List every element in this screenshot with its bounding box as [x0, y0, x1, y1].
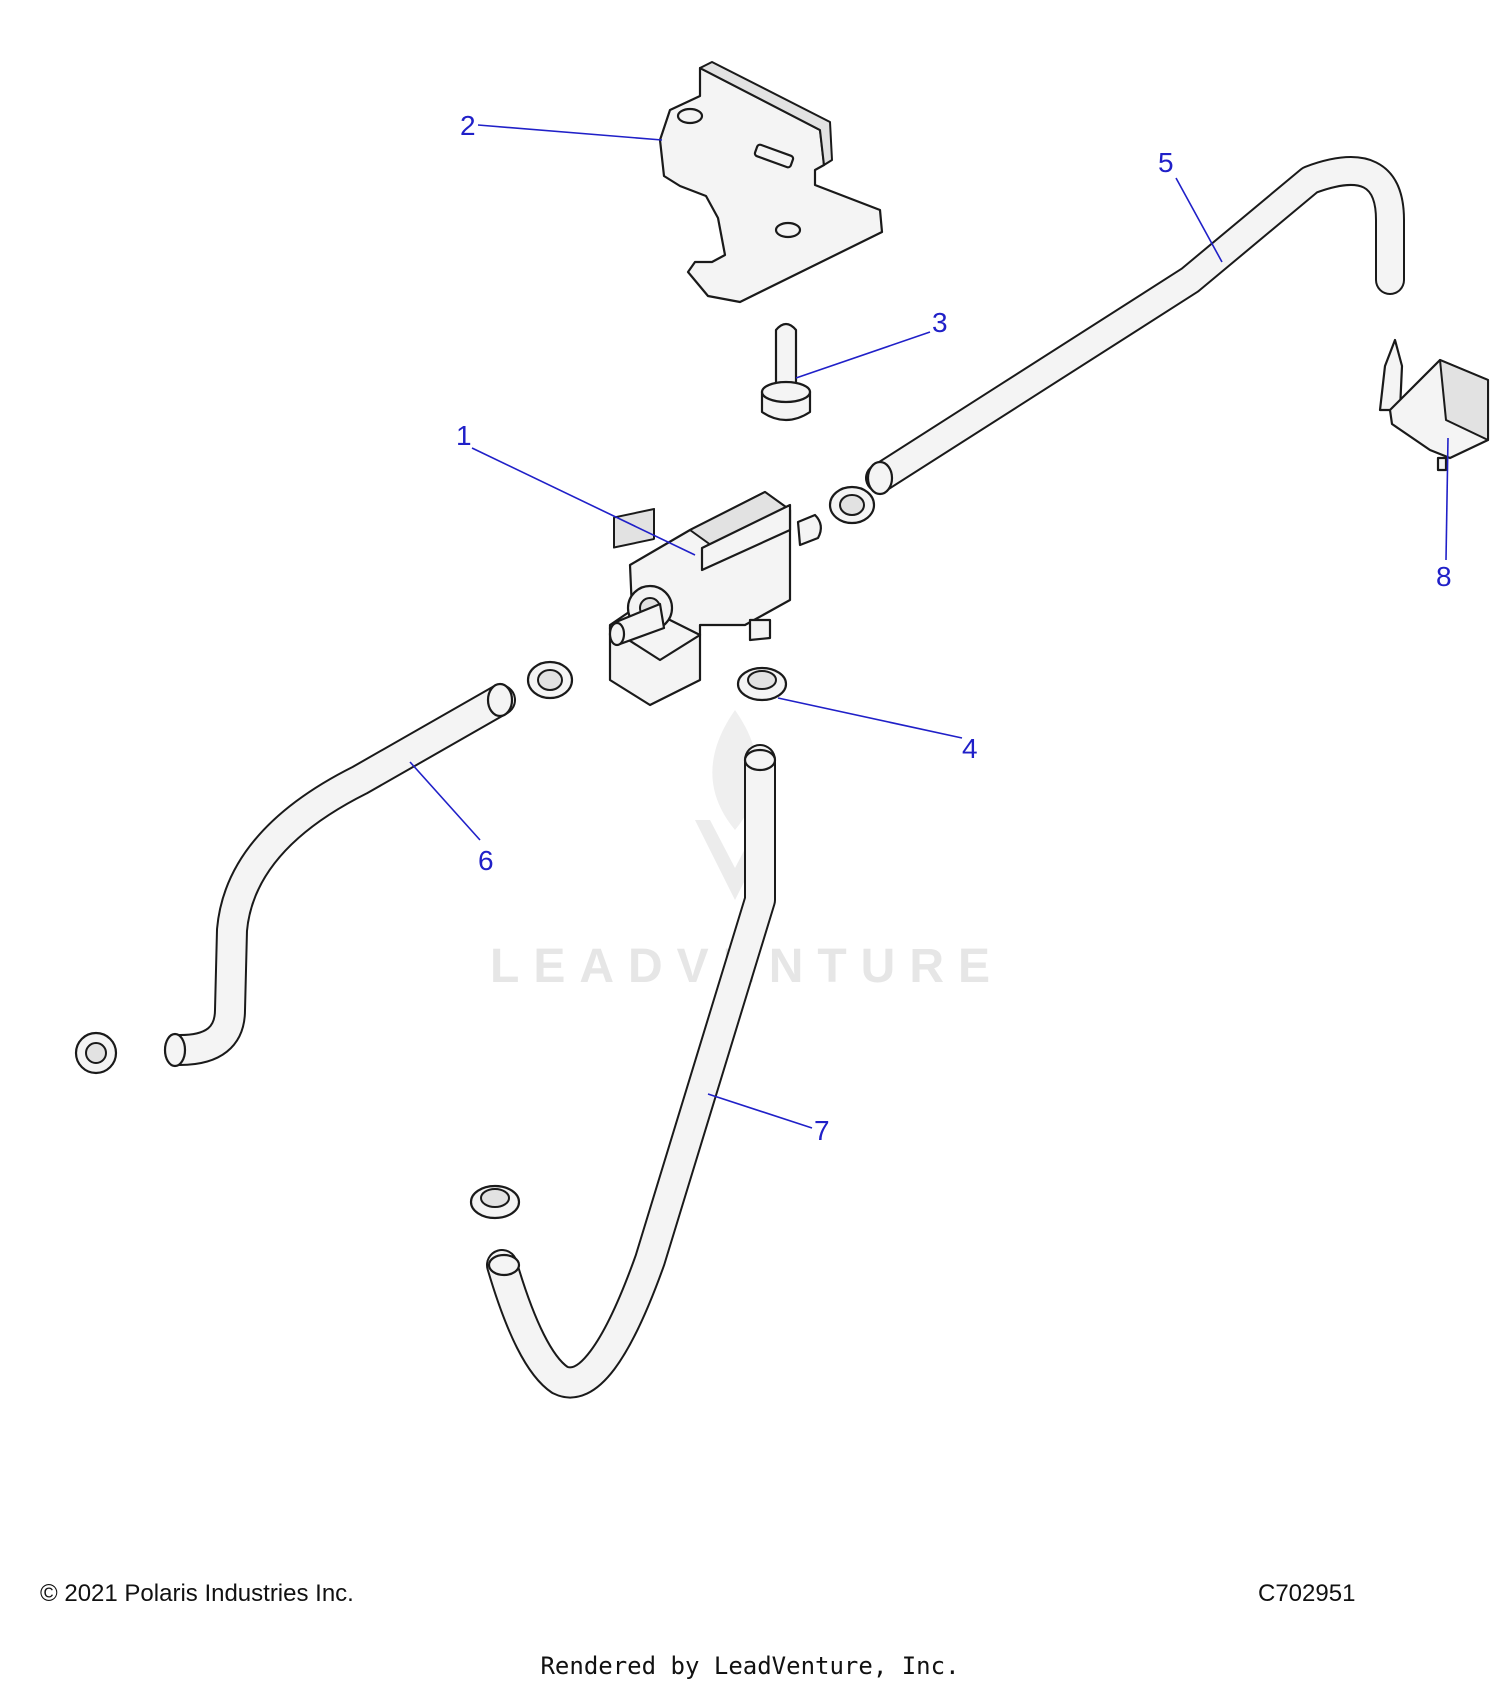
svg-text:3: 3	[932, 307, 948, 338]
svg-text:7: 7	[814, 1115, 830, 1146]
svg-text:5: 5	[1158, 147, 1174, 178]
callout-2[interactable]: 2	[460, 110, 663, 141]
diagram-code: C702951	[1258, 1580, 1356, 1607]
copyright-text: © 2021 Polaris Industries Inc.	[40, 1580, 354, 1607]
part-8-fitting[interactable]	[1378, 338, 1490, 472]
part-3-bolt[interactable]	[760, 322, 812, 422]
svg-text:6: 6	[478, 845, 494, 876]
svg-text:1: 1	[456, 420, 472, 451]
callout-4[interactable]: 4	[777, 697, 978, 764]
callout-6[interactable]: 6	[409, 761, 494, 876]
svg-text:2: 2	[460, 110, 476, 141]
svg-text:8: 8	[1436, 561, 1452, 592]
part-7-hose[interactable]	[486, 744, 777, 1399]
part-5-hose[interactable]	[865, 156, 1405, 496]
part-1-purge-valve[interactable]	[608, 490, 822, 707]
callout-7[interactable]: 7	[707, 1093, 830, 1146]
rendered-by-text: Rendered by LeadVenture, Inc.	[540, 1652, 960, 1680]
callout-3[interactable]: 3	[795, 307, 948, 379]
svg-text:4: 4	[962, 733, 978, 764]
part-6-hose[interactable]	[163, 682, 516, 1068]
part-4-clamp[interactable]	[74, 485, 876, 1220]
callout-1[interactable]: 1	[456, 420, 696, 556]
part-2-bracket[interactable]	[658, 61, 884, 304]
callout-5[interactable]: 5	[1158, 147, 1223, 263]
callout-8[interactable]: 8	[1436, 437, 1452, 592]
